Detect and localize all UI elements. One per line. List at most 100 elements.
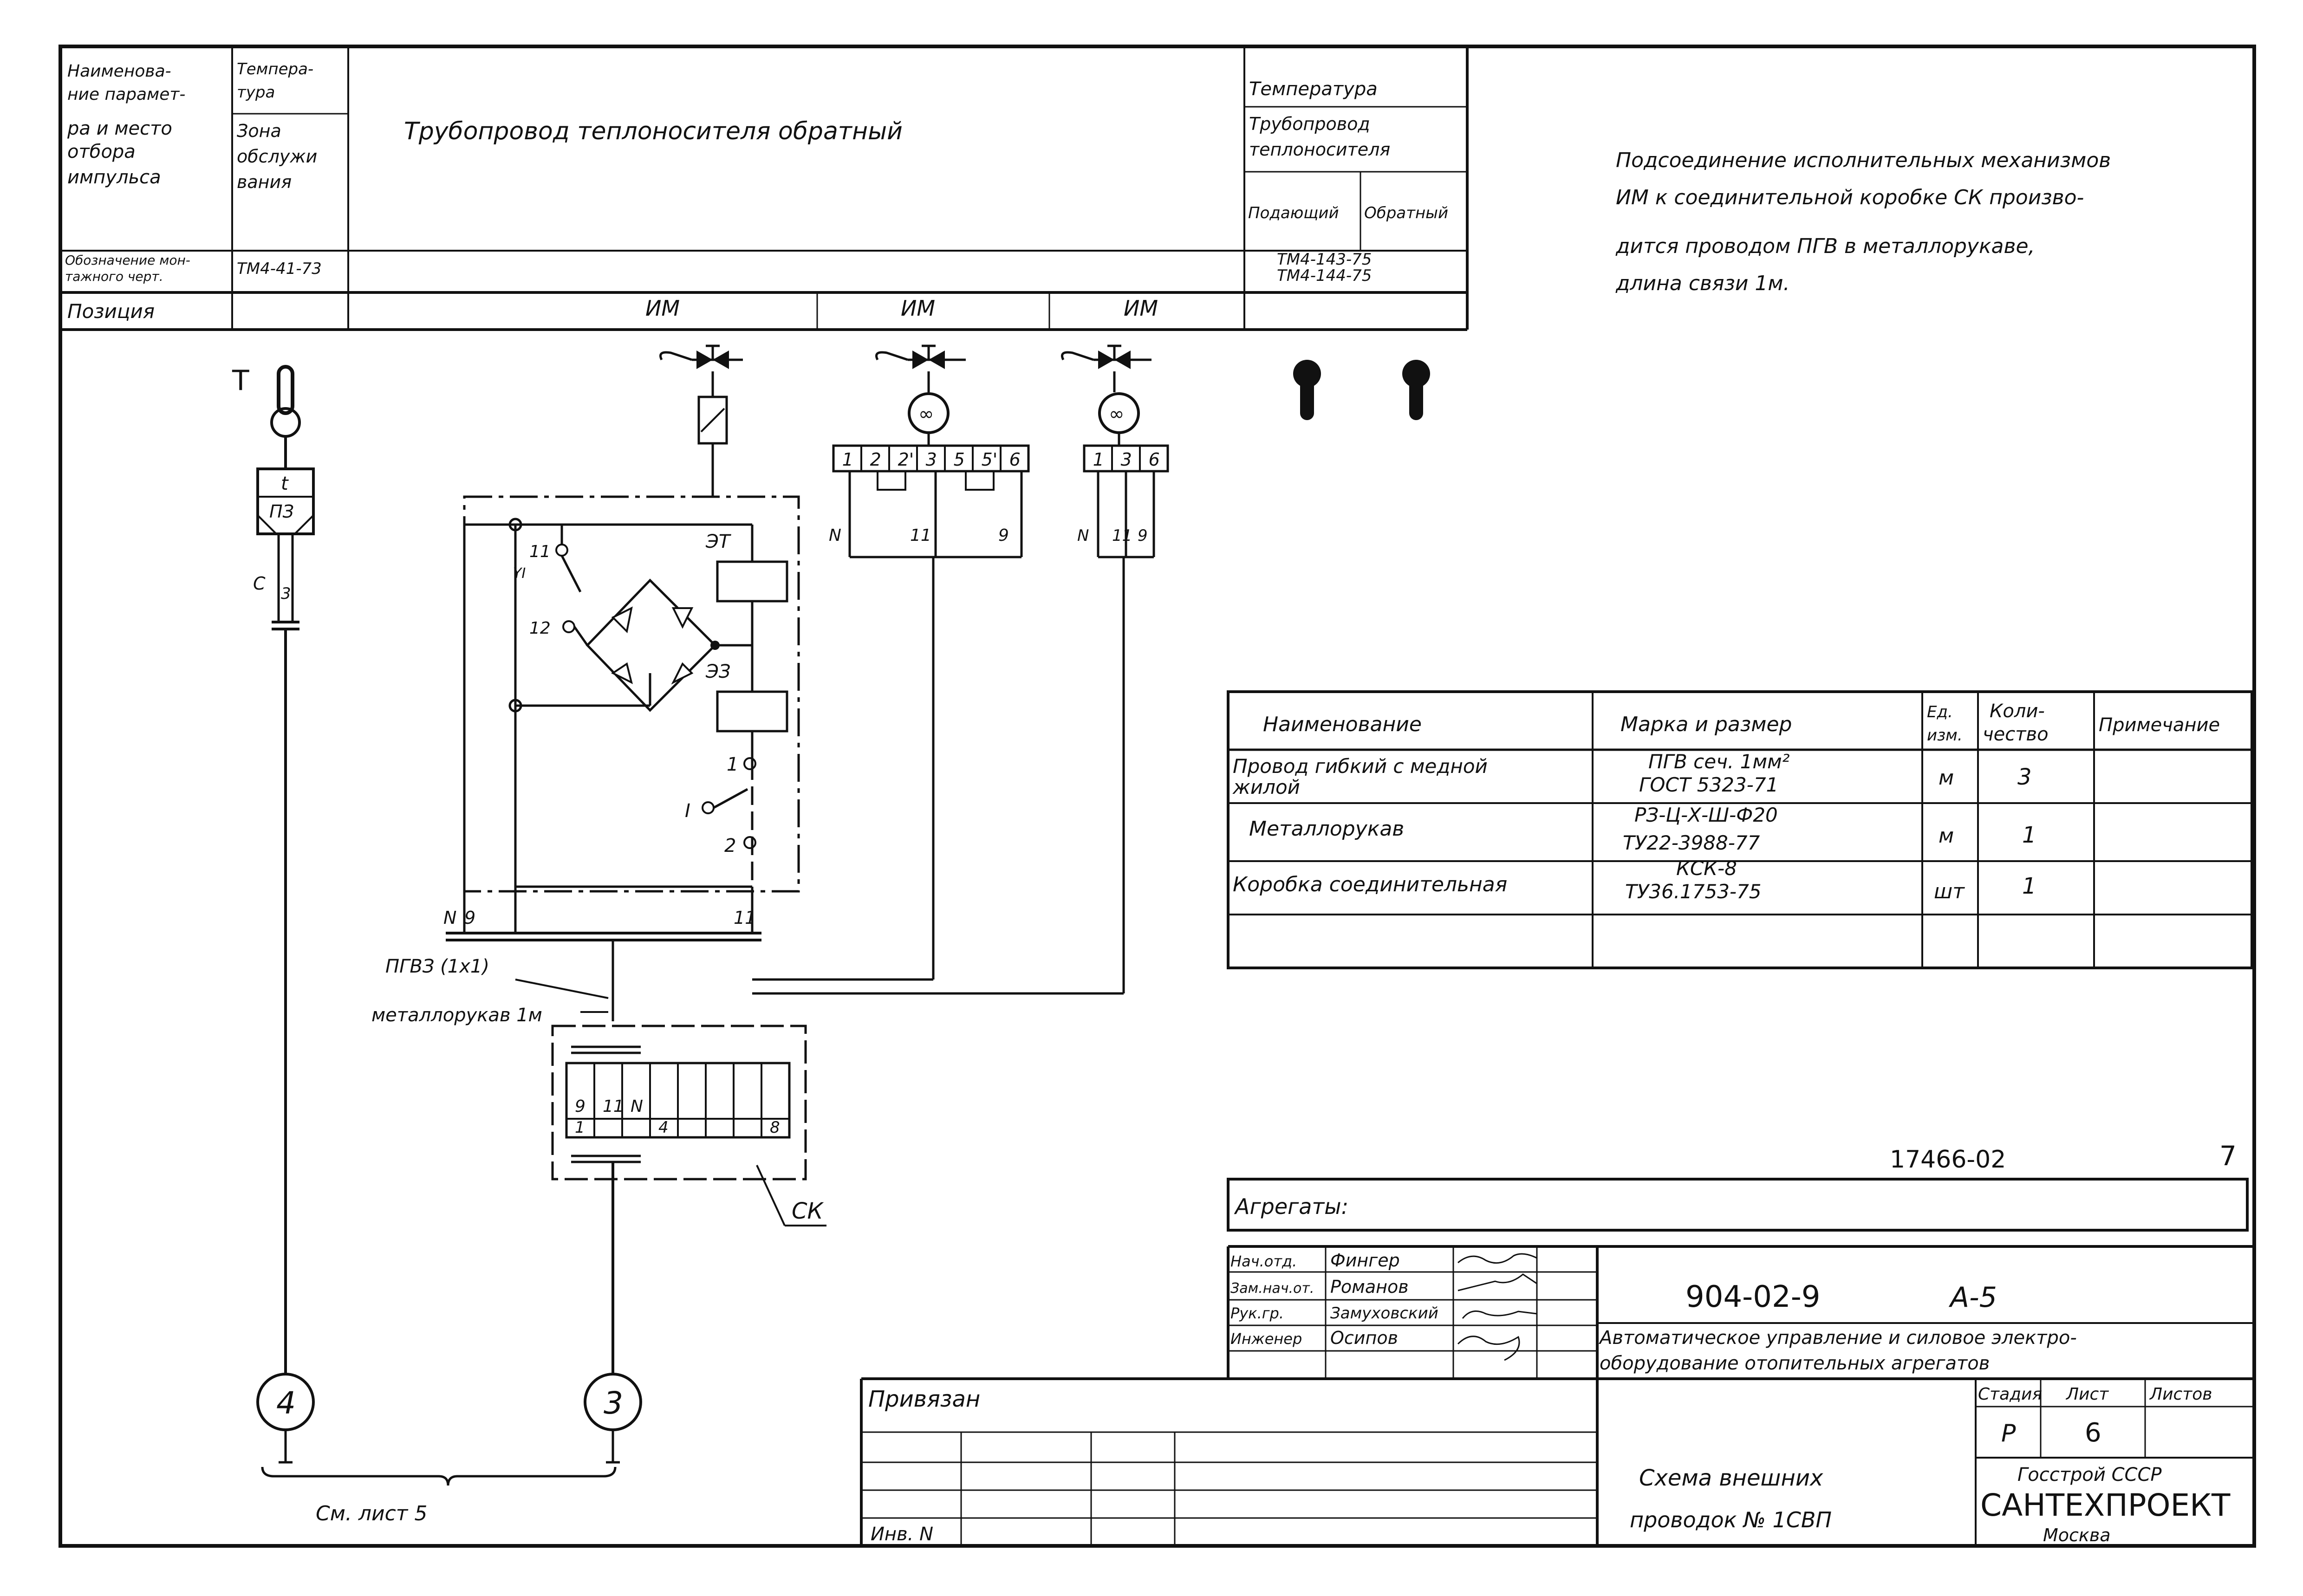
switch-label: I xyxy=(685,800,690,822)
sig-role-1: Нач.отд. xyxy=(1230,1252,1297,1270)
note-line-2: ИМ к соединительной коробке СК произво- xyxy=(1616,186,2084,209)
project-code: 904-02-9 xyxy=(1685,1280,1821,1314)
valve-icon-2 xyxy=(912,350,929,369)
junction-box-top-label: N xyxy=(631,1097,643,1116)
im-label-2: ИМ xyxy=(901,296,935,321)
reference-4-label: 4 xyxy=(276,1385,296,1421)
stage-value: Р xyxy=(2001,1420,2016,1447)
col1-line-5: импульса xyxy=(67,167,161,188)
act3-wire-11: 11 xyxy=(1112,526,1132,545)
act3-wire-n: N xyxy=(1077,526,1089,545)
signature-3 xyxy=(1462,1310,1537,1319)
album-code: А-5 xyxy=(1948,1281,1997,1314)
sheets-label: Листов xyxy=(2149,1385,2212,1404)
yi-label: YI xyxy=(513,565,526,582)
col1-line-2: ние парамет- xyxy=(67,85,185,104)
col2-line-1: Темпера- xyxy=(237,60,313,78)
bus-11-label: 11 xyxy=(734,908,756,928)
mount-right-2: ТМ4-144-75 xyxy=(1277,266,1372,285)
junction-box-bottom-label: 4 xyxy=(658,1118,669,1137)
see-sheet-brace xyxy=(261,1466,617,1486)
spec-header-note: Примечание xyxy=(2099,714,2220,736)
col1-line-1: Наименова- xyxy=(67,62,171,81)
svg-text:∞: ∞ xyxy=(918,403,934,425)
act2-terminal-label: 5 xyxy=(954,449,965,470)
sheet-value: 6 xyxy=(2085,1418,2101,1448)
col1-line-3: ра и место xyxy=(67,118,172,139)
project-title-1: Автоматическое управление и силовое элек… xyxy=(1598,1327,2077,1349)
spec-header-unit-1: Ед. xyxy=(1927,703,1953,721)
wire-label-3: 3 xyxy=(281,584,291,603)
relay-ee-label: ЭЗ xyxy=(705,661,731,682)
col2-line-2: тура xyxy=(237,83,275,102)
actuator-3: ∞ 1 3 6 N 11 9 xyxy=(752,344,1169,995)
drawing-title-1: Схема внешних xyxy=(1639,1465,1823,1491)
sensor-box-pz: ПЗ xyxy=(269,501,294,522)
project-title-2: оборудование отопительных агрегатов xyxy=(1600,1353,1990,1374)
wire-label-c: С xyxy=(253,573,266,594)
reference-3-label: 3 xyxy=(604,1385,623,1421)
spec-row-1-mark-2: ГОСТ 5323-71 xyxy=(1639,773,1778,796)
junction-box-top-label: 9 xyxy=(575,1097,586,1116)
wiring-schematic: T t ПЗ С 3 4 xyxy=(232,344,1430,1525)
sensor-box-t: t xyxy=(281,473,289,494)
act3-terminal-label: 1 xyxy=(1093,449,1104,470)
spec-header-qty-2: чество xyxy=(1983,724,2049,745)
note-line-4: длина связи 1м. xyxy=(1615,272,1790,295)
spec-row-3-name-1: Коробка соединительная xyxy=(1233,873,1507,896)
mount-right-1: ТМ4-143-75 xyxy=(1277,250,1372,269)
sig-name-3: Замуховский xyxy=(1330,1304,1438,1323)
spec-row-3-unit: шт xyxy=(1934,880,1965,903)
position-label: Позиция xyxy=(67,300,155,323)
title-block: Нач.отд. Фингер Зам.нач.от. Романов Рук.… xyxy=(860,1245,2254,1546)
im-label-3: ИМ xyxy=(1124,296,1158,321)
spec-row-3-mark-1: КСК-8 xyxy=(1676,857,1737,880)
act2-terminal-label: 6 xyxy=(1009,449,1021,470)
pipeline-title: Трубопровод теплоносителя обратный xyxy=(404,117,903,145)
doc-number: 17466-02 xyxy=(1890,1146,2006,1174)
bus-9-label: 9 xyxy=(464,908,475,928)
junction-box-top-label: 11 xyxy=(603,1097,624,1116)
spec-row-1-qty: 3 xyxy=(2017,764,2032,790)
sensor-box xyxy=(256,467,315,535)
spec-row-2-name-1: Металлорукав xyxy=(1249,817,1404,841)
act2-terminal-label: 5' xyxy=(982,449,998,470)
org-line-2: САНТЕХПРОЕКТ xyxy=(1980,1487,2231,1523)
spec-row-3-mark-2: ТУ36.1753-75 xyxy=(1625,880,1762,903)
see-sheet-label: См. лист 5 xyxy=(316,1502,427,1525)
spec-table: Наименование Марка и размер Ед. изм. Кол… xyxy=(1227,690,2253,969)
relay-et-label: ЭТ xyxy=(705,531,732,552)
svg-text:∞: ∞ xyxy=(1109,403,1124,425)
drawing-title-2: проводок № 1СВП xyxy=(1630,1507,1832,1532)
term-1-label: 1 xyxy=(727,754,738,775)
spec-row-1-name-2: жилой xyxy=(1232,776,1300,798)
org-line-3: Москва xyxy=(2043,1525,2111,1545)
sig-role-3: Рук.гр. xyxy=(1230,1304,1284,1322)
act3-terminal-label: 6 xyxy=(1149,449,1160,470)
relay-et xyxy=(716,560,788,603)
spec-row-1-name-1: Провод гибкий с медной xyxy=(1233,755,1488,778)
aggregates-box xyxy=(1227,1178,2249,1232)
spec-row-1-unit: м xyxy=(1939,766,1954,790)
note-line-3: дится проводом ПГВ в металлорукаве, xyxy=(1615,234,2035,258)
thermometer-icon xyxy=(277,365,294,415)
act2-terminal-label: 3 xyxy=(926,449,937,470)
term-2-label: 2 xyxy=(724,835,736,856)
keyhole-icons xyxy=(1293,360,1430,420)
mount-label-2: тажного черт. xyxy=(65,269,163,284)
inv-label: Инв. N xyxy=(871,1524,933,1545)
act2-wire-9: 9 xyxy=(998,526,1009,545)
stage-label: Стадия xyxy=(1978,1385,2042,1404)
supply-label: Подающий xyxy=(1248,204,1339,222)
signature-2 xyxy=(1457,1273,1537,1291)
sig-name-4: Осипов xyxy=(1330,1328,1398,1348)
im-label-1: ИМ xyxy=(645,296,680,321)
col2-zone-3: вания xyxy=(237,172,292,192)
cable-label-metal: металлорукав 1м xyxy=(371,1005,542,1026)
org-line-1: Госстрой СССР xyxy=(2017,1464,2162,1486)
